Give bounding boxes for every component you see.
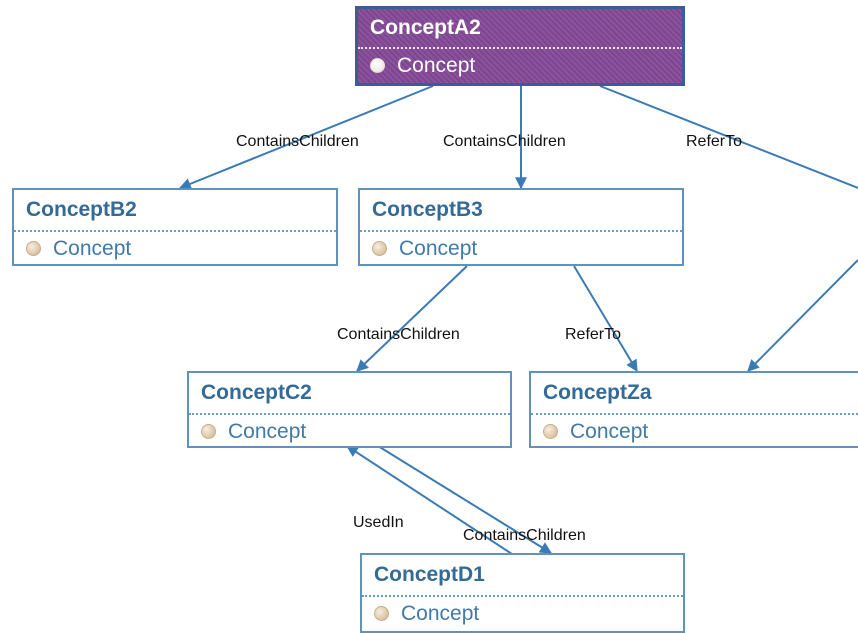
node-name: ConceptZa <box>531 373 858 415</box>
concept-bullet-icon <box>374 606 389 621</box>
edge-label-a2-b3: ContainsChildren <box>443 133 566 150</box>
node-concept-d1[interactable]: ConceptD1 Concept <box>360 553 685 633</box>
edge-b3-za[interactable] <box>573 265 638 373</box>
edge-c2-d1[interactable] <box>377 445 553 554</box>
edge-label-a2-b2: ContainsChildren <box>236 133 359 150</box>
node-type-row: Concept <box>531 415 858 449</box>
concept-bullet-icon <box>26 241 41 256</box>
concept-bullet-icon <box>370 58 385 73</box>
concept-bullet-icon <box>372 241 387 256</box>
concept-bullet-icon <box>543 424 558 439</box>
node-name: ConceptB3 <box>360 190 682 232</box>
node-concept-b3[interactable]: ConceptB3 Concept <box>358 188 684 266</box>
node-type-row: Concept <box>362 597 683 631</box>
node-type-label: Concept <box>570 420 649 443</box>
node-name: ConceptD1 <box>362 555 683 597</box>
edge-a2-za-return[interactable] <box>747 259 858 372</box>
edge-label-c2-d1: ContainsChildren <box>463 527 586 544</box>
node-concept-c2[interactable]: ConceptC2 Concept <box>187 371 512 448</box>
edge-label-d1-c2: UsedIn <box>353 514 404 531</box>
node-type-label: Concept <box>401 602 480 625</box>
edge-a2-b2[interactable] <box>178 85 434 190</box>
concept-bullet-icon <box>201 424 216 439</box>
edge-d1-c2[interactable] <box>345 445 516 557</box>
node-type-label: Concept <box>399 237 478 260</box>
node-type-label: Concept <box>397 54 476 77</box>
node-type-row: Concept <box>358 49 682 83</box>
node-concept-a2[interactable]: ConceptA2 Concept <box>355 6 685 86</box>
node-name: ConceptC2 <box>189 373 510 415</box>
node-type-row: Concept <box>189 415 510 449</box>
node-type-row: Concept <box>360 232 682 266</box>
edge-label-b3-c2: ContainsChildren <box>337 326 460 343</box>
edge-a2-za[interactable] <box>599 85 858 189</box>
node-name: ConceptA2 <box>358 9 682 49</box>
node-type-label: Concept <box>53 237 132 260</box>
node-concept-za[interactable]: ConceptZa Concept <box>529 371 858 448</box>
node-type-label: Concept <box>228 420 307 443</box>
node-concept-b2[interactable]: ConceptB2 Concept <box>12 188 338 266</box>
edge-b3-c2[interactable] <box>356 265 468 372</box>
node-name: ConceptB2 <box>14 190 336 232</box>
node-type-row: Concept <box>14 232 336 266</box>
edge-label-a2-za: ReferTo <box>686 133 743 150</box>
edge-label-b3-za: ReferTo <box>565 326 622 343</box>
